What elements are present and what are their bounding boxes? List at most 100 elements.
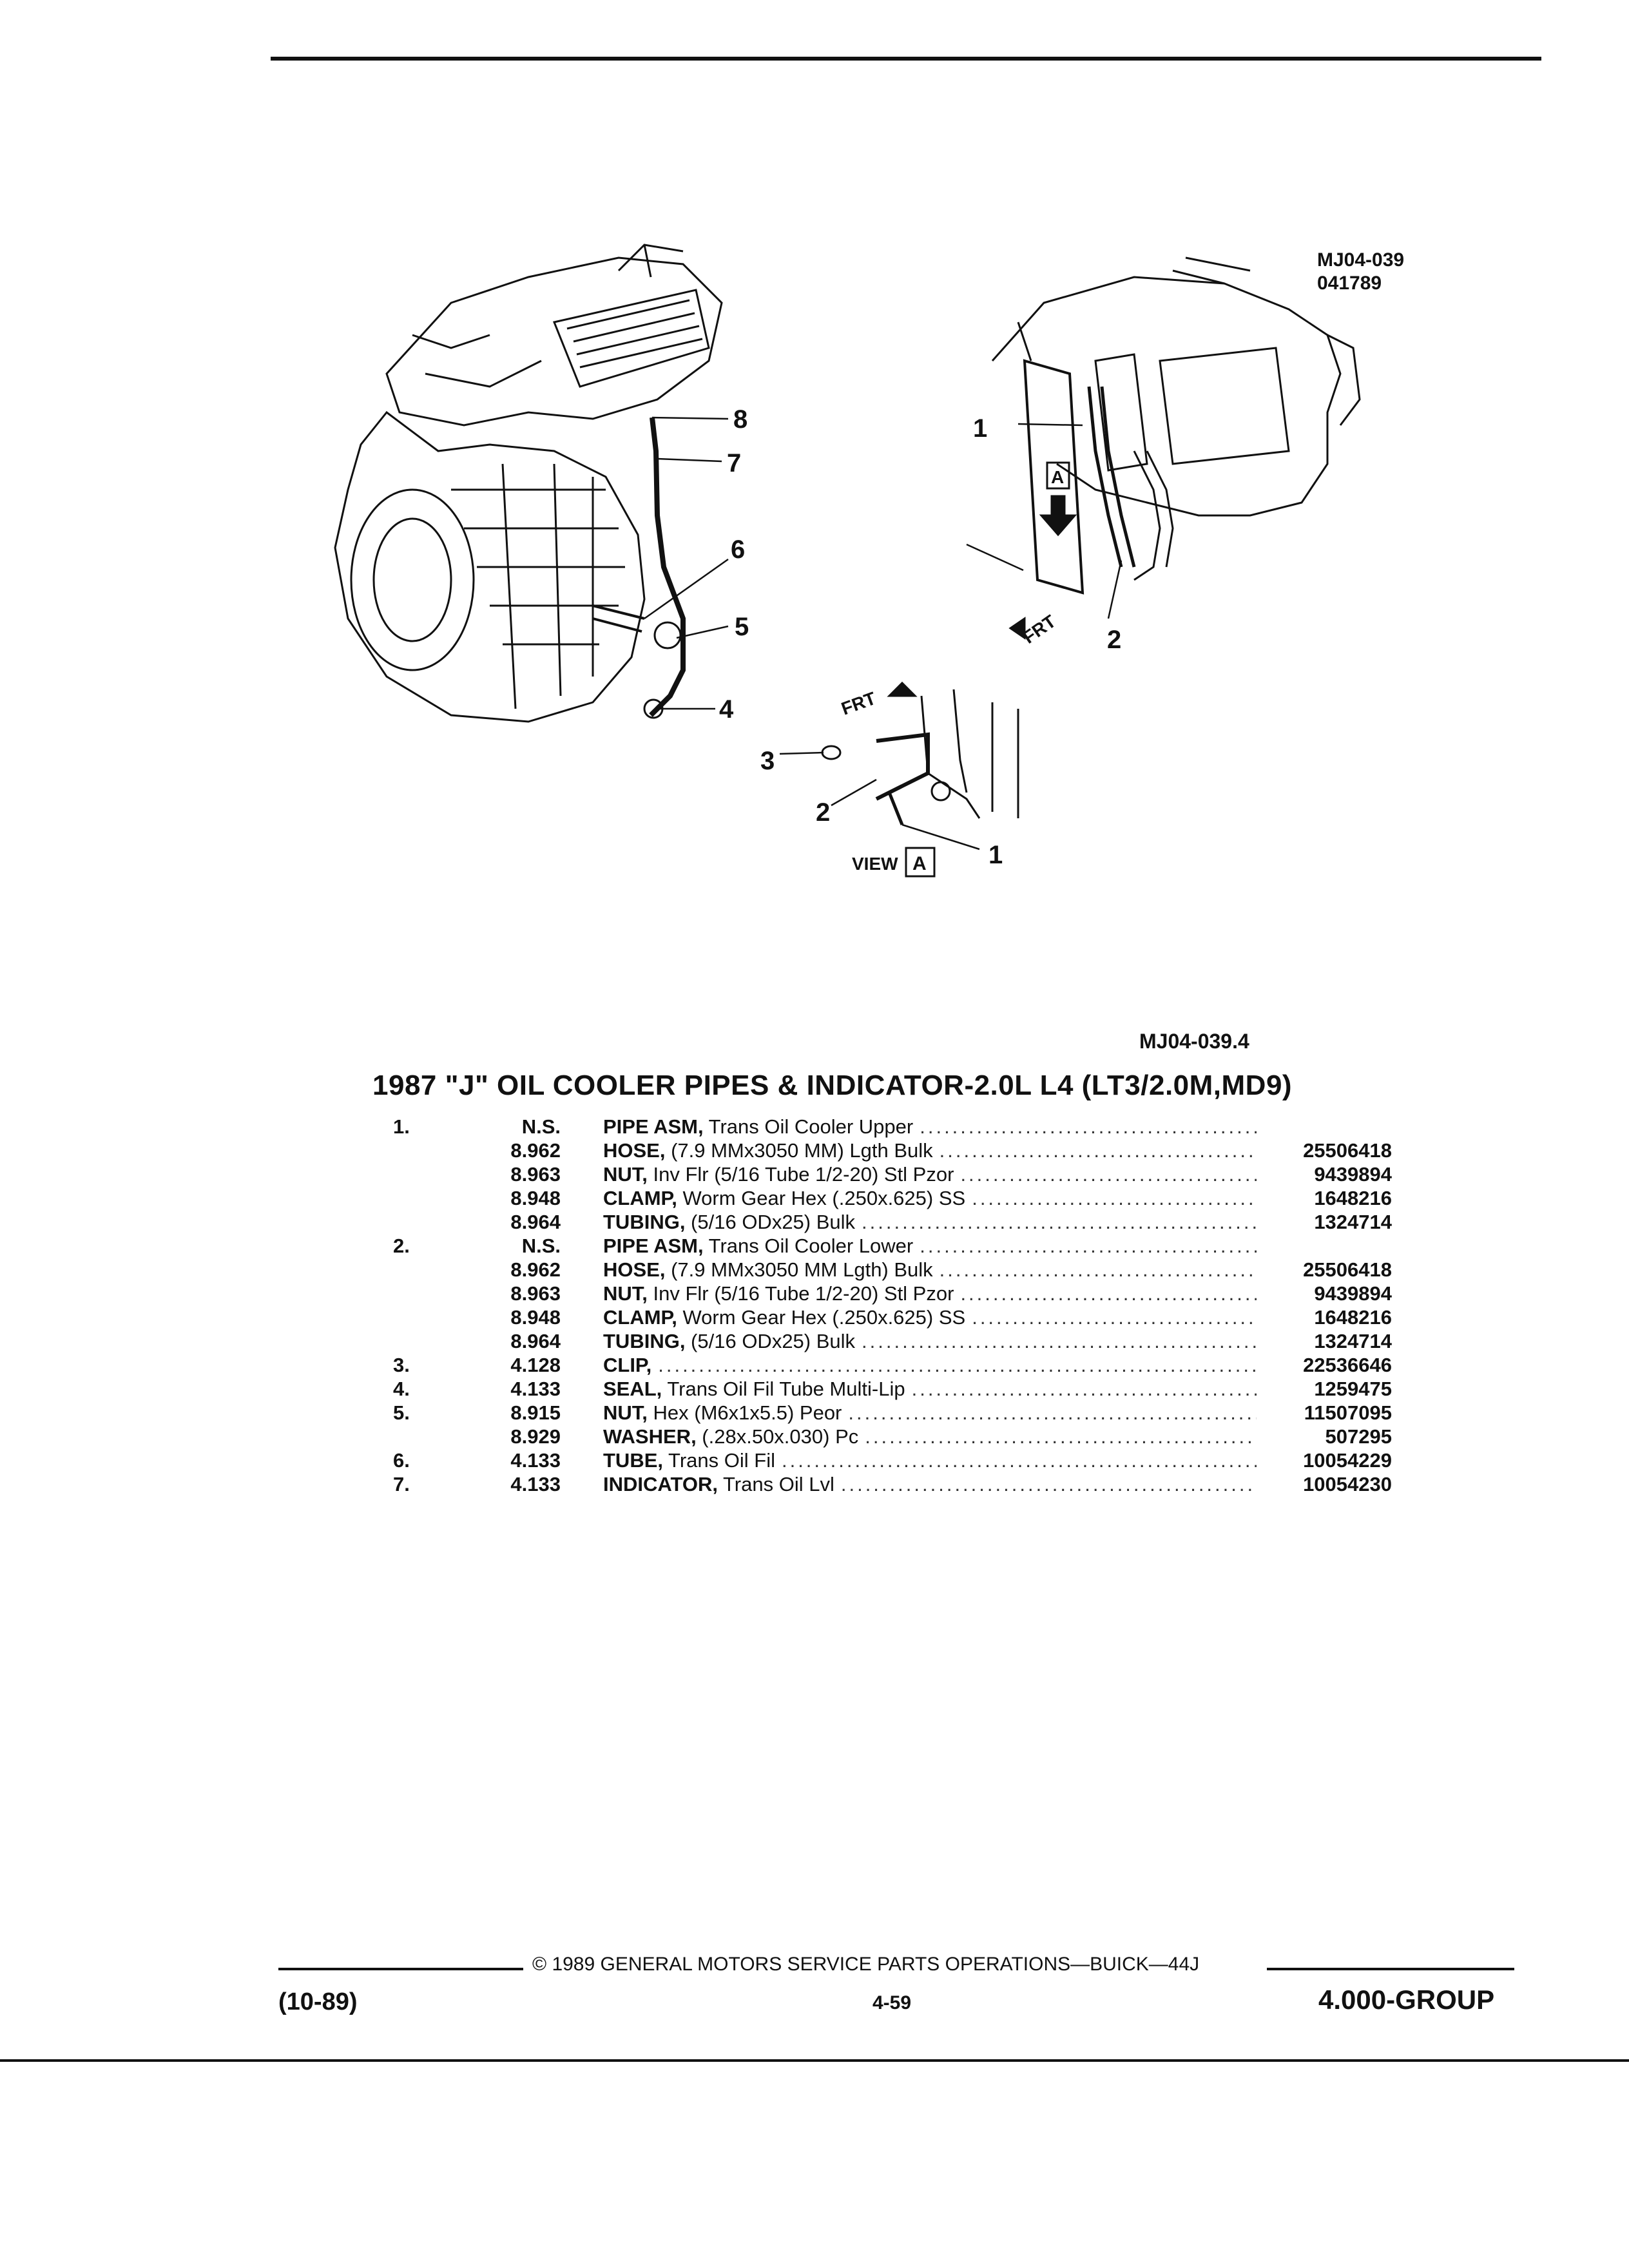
- description-text: NUT, Inv Flr (5/16 Tube 1/2-20) Stl Pzor: [603, 1282, 954, 1305]
- part-number: 507295: [1325, 1425, 1392, 1448]
- parts-row: 8.948 CLAMP, Worm Gear Hex (.250x.625) SS…: [393, 1305, 1392, 1329]
- part-detail: Trans Oil Cooler Lower: [703, 1235, 914, 1257]
- view-arrow: [1039, 495, 1077, 537]
- item-number: 7.: [393, 1473, 410, 1495]
- parts-row: 2.N.S.PIPE ASM, Trans Oil Cooler Lower..…: [393, 1234, 1392, 1258]
- part-name: SEAL,: [603, 1378, 662, 1400]
- part-description: INDICATOR, Trans Oil Lvl................…: [603, 1472, 1263, 1496]
- footer-date-code: (10-89): [278, 1988, 358, 2015]
- part-name: TUBING,: [603, 1211, 686, 1233]
- item-number: [393, 1329, 464, 1353]
- dot-leader: ........................................…: [658, 1354, 1257, 1376]
- description-text: TUBING, (5/16 ODx25) Bulk: [603, 1329, 855, 1353]
- group-number: 8.948: [510, 1187, 561, 1209]
- item-number: 5.: [393, 1401, 410, 1424]
- footer-rule-left: [278, 1968, 523, 1970]
- group-number: 8.964: [510, 1330, 561, 1352]
- parts-row: 1.N.S.PIPE ASM, Trans Oil Cooler Upper..…: [393, 1115, 1392, 1139]
- part-number: [1263, 1234, 1392, 1258]
- callout-view-3: 3: [760, 747, 775, 775]
- part-number: 9439894: [1314, 1282, 1392, 1305]
- part-description: NUT, Inv Flr (5/16 Tube 1/2-20) Stl Pzor…: [603, 1282, 1263, 1305]
- view-a-box-upper: [1046, 461, 1070, 490]
- item-number: [393, 1425, 464, 1448]
- description-text: HOSE, (7.9 MMx3050 MM) Lgth Bulk: [603, 1139, 933, 1162]
- dot-leader: ........................................…: [862, 1211, 1257, 1233]
- part-description: TUBING, (5/16 ODx25) Bulk...............…: [603, 1329, 1263, 1353]
- dot-leader: ........................................…: [939, 1258, 1257, 1281]
- dot-leader: ........................................…: [960, 1163, 1257, 1186]
- part-detail: Hex (M6x1x5.5) Peor: [647, 1401, 842, 1424]
- group-number: 8.964: [510, 1211, 561, 1233]
- figure-id: MJ04-039 041789: [1317, 249, 1404, 295]
- part-number: 1648216: [1314, 1306, 1392, 1329]
- figure-id-line2: 041789: [1317, 273, 1382, 294]
- engine-view-right: [991, 256, 1361, 595]
- view-label: VIEW: [852, 854, 898, 874]
- part-detail: Inv Flr (5/16 Tube 1/2-20) Stl Pzor: [647, 1282, 954, 1305]
- part-number: 25506418: [1303, 1258, 1392, 1281]
- part-description: TUBE, Trans Oil Fil.....................…: [603, 1448, 1263, 1472]
- description-text: WASHER, (.28x.50x.030) Pc: [603, 1425, 858, 1448]
- group-number: 8.962: [510, 1258, 561, 1281]
- footer-group: 4.000-GROUP: [1318, 1984, 1495, 2015]
- part-name: HOSE,: [603, 1258, 666, 1281]
- part-description: CLAMP, Worm Gear Hex (.250x.625) SS.....…: [603, 1186, 1263, 1210]
- item-number: [393, 1282, 464, 1305]
- part-number: 1324714: [1314, 1211, 1392, 1233]
- part-name: TUBING,: [603, 1330, 686, 1352]
- description-text: CLAMP, Worm Gear Hex (.250x.625) SS: [603, 1186, 965, 1210]
- group-number: N.S.: [521, 1115, 561, 1138]
- part-number: 1259475: [1314, 1378, 1392, 1400]
- item-number: [393, 1139, 464, 1162]
- parts-row: 8.948 CLAMP, Worm Gear Hex (.250x.625) SS…: [393, 1186, 1392, 1210]
- part-detail: Trans Oil Fil Tube Multi-Lip: [662, 1378, 905, 1400]
- nut-washer: [653, 621, 682, 649]
- description-text: CLAMP, Worm Gear Hex (.250x.625) SS: [603, 1305, 965, 1329]
- part-detail: (7.9 MMx3050 MM) Lgth Bulk: [665, 1139, 933, 1162]
- callout-6: 6: [731, 535, 745, 564]
- part-description: HOSE, (7.9 MMx3050 MM) Lgth Bulk........…: [603, 1139, 1263, 1162]
- dot-leader: ........................................…: [848, 1401, 1257, 1424]
- group-number: 4.128: [510, 1354, 561, 1376]
- part-name: CLAMP,: [603, 1187, 677, 1209]
- figure-reference-code: MJ04-039.4: [1139, 1030, 1249, 1053]
- group-number: 8.963: [510, 1163, 561, 1186]
- group-number: 8.915: [510, 1401, 561, 1424]
- callout-7: 7: [727, 449, 741, 477]
- group-number: 4.133: [510, 1449, 561, 1472]
- group-number: 4.133: [510, 1378, 561, 1400]
- top-rule: [271, 57, 1541, 61]
- part-name: CLIP,: [603, 1354, 652, 1376]
- view-a-detail: [779, 689, 1019, 878]
- dot-leader: ........................................…: [960, 1282, 1257, 1305]
- dot-leader: ........................................…: [920, 1115, 1257, 1138]
- description-text: SEAL, Trans Oil Fil Tube Multi-Lip: [603, 1377, 905, 1401]
- part-description: CLAMP, Worm Gear Hex (.250x.625) SS.....…: [603, 1305, 1263, 1329]
- figure-id-line1: MJ04-039: [1317, 249, 1405, 271]
- section-title: 1987 "J" OIL COOLER PIPES & INDICATOR-2.…: [372, 1070, 1293, 1101]
- part-name: CLAMP,: [603, 1306, 677, 1329]
- description-text: TUBE, Trans Oil Fil: [603, 1448, 775, 1472]
- view-box-letter-upper: A: [1051, 467, 1064, 487]
- parts-list: 1.N.S.PIPE ASM, Trans Oil Cooler Upper..…: [393, 1115, 1392, 1496]
- group-number: 8.948: [510, 1306, 561, 1329]
- part-description: SEAL, Trans Oil Fil Tube Multi-Lip......…: [603, 1377, 1263, 1401]
- footer-rule-right: [1267, 1968, 1514, 1970]
- dot-leader: ........................................…: [972, 1306, 1257, 1329]
- item-number: [393, 1258, 464, 1282]
- part-description: NUT, Inv Flr (5/16 Tube 1/2-20) Stl Pzor…: [603, 1162, 1263, 1186]
- dot-leader: ........................................…: [862, 1330, 1257, 1352]
- part-number: 22536646: [1303, 1354, 1392, 1376]
- part-name: NUT,: [603, 1163, 648, 1186]
- part-name: PIPE ASM,: [603, 1115, 704, 1138]
- view-a-box: [905, 847, 936, 878]
- engine-transaxle-drawing: [334, 244, 723, 723]
- frt-arrow-right: [1008, 617, 1026, 640]
